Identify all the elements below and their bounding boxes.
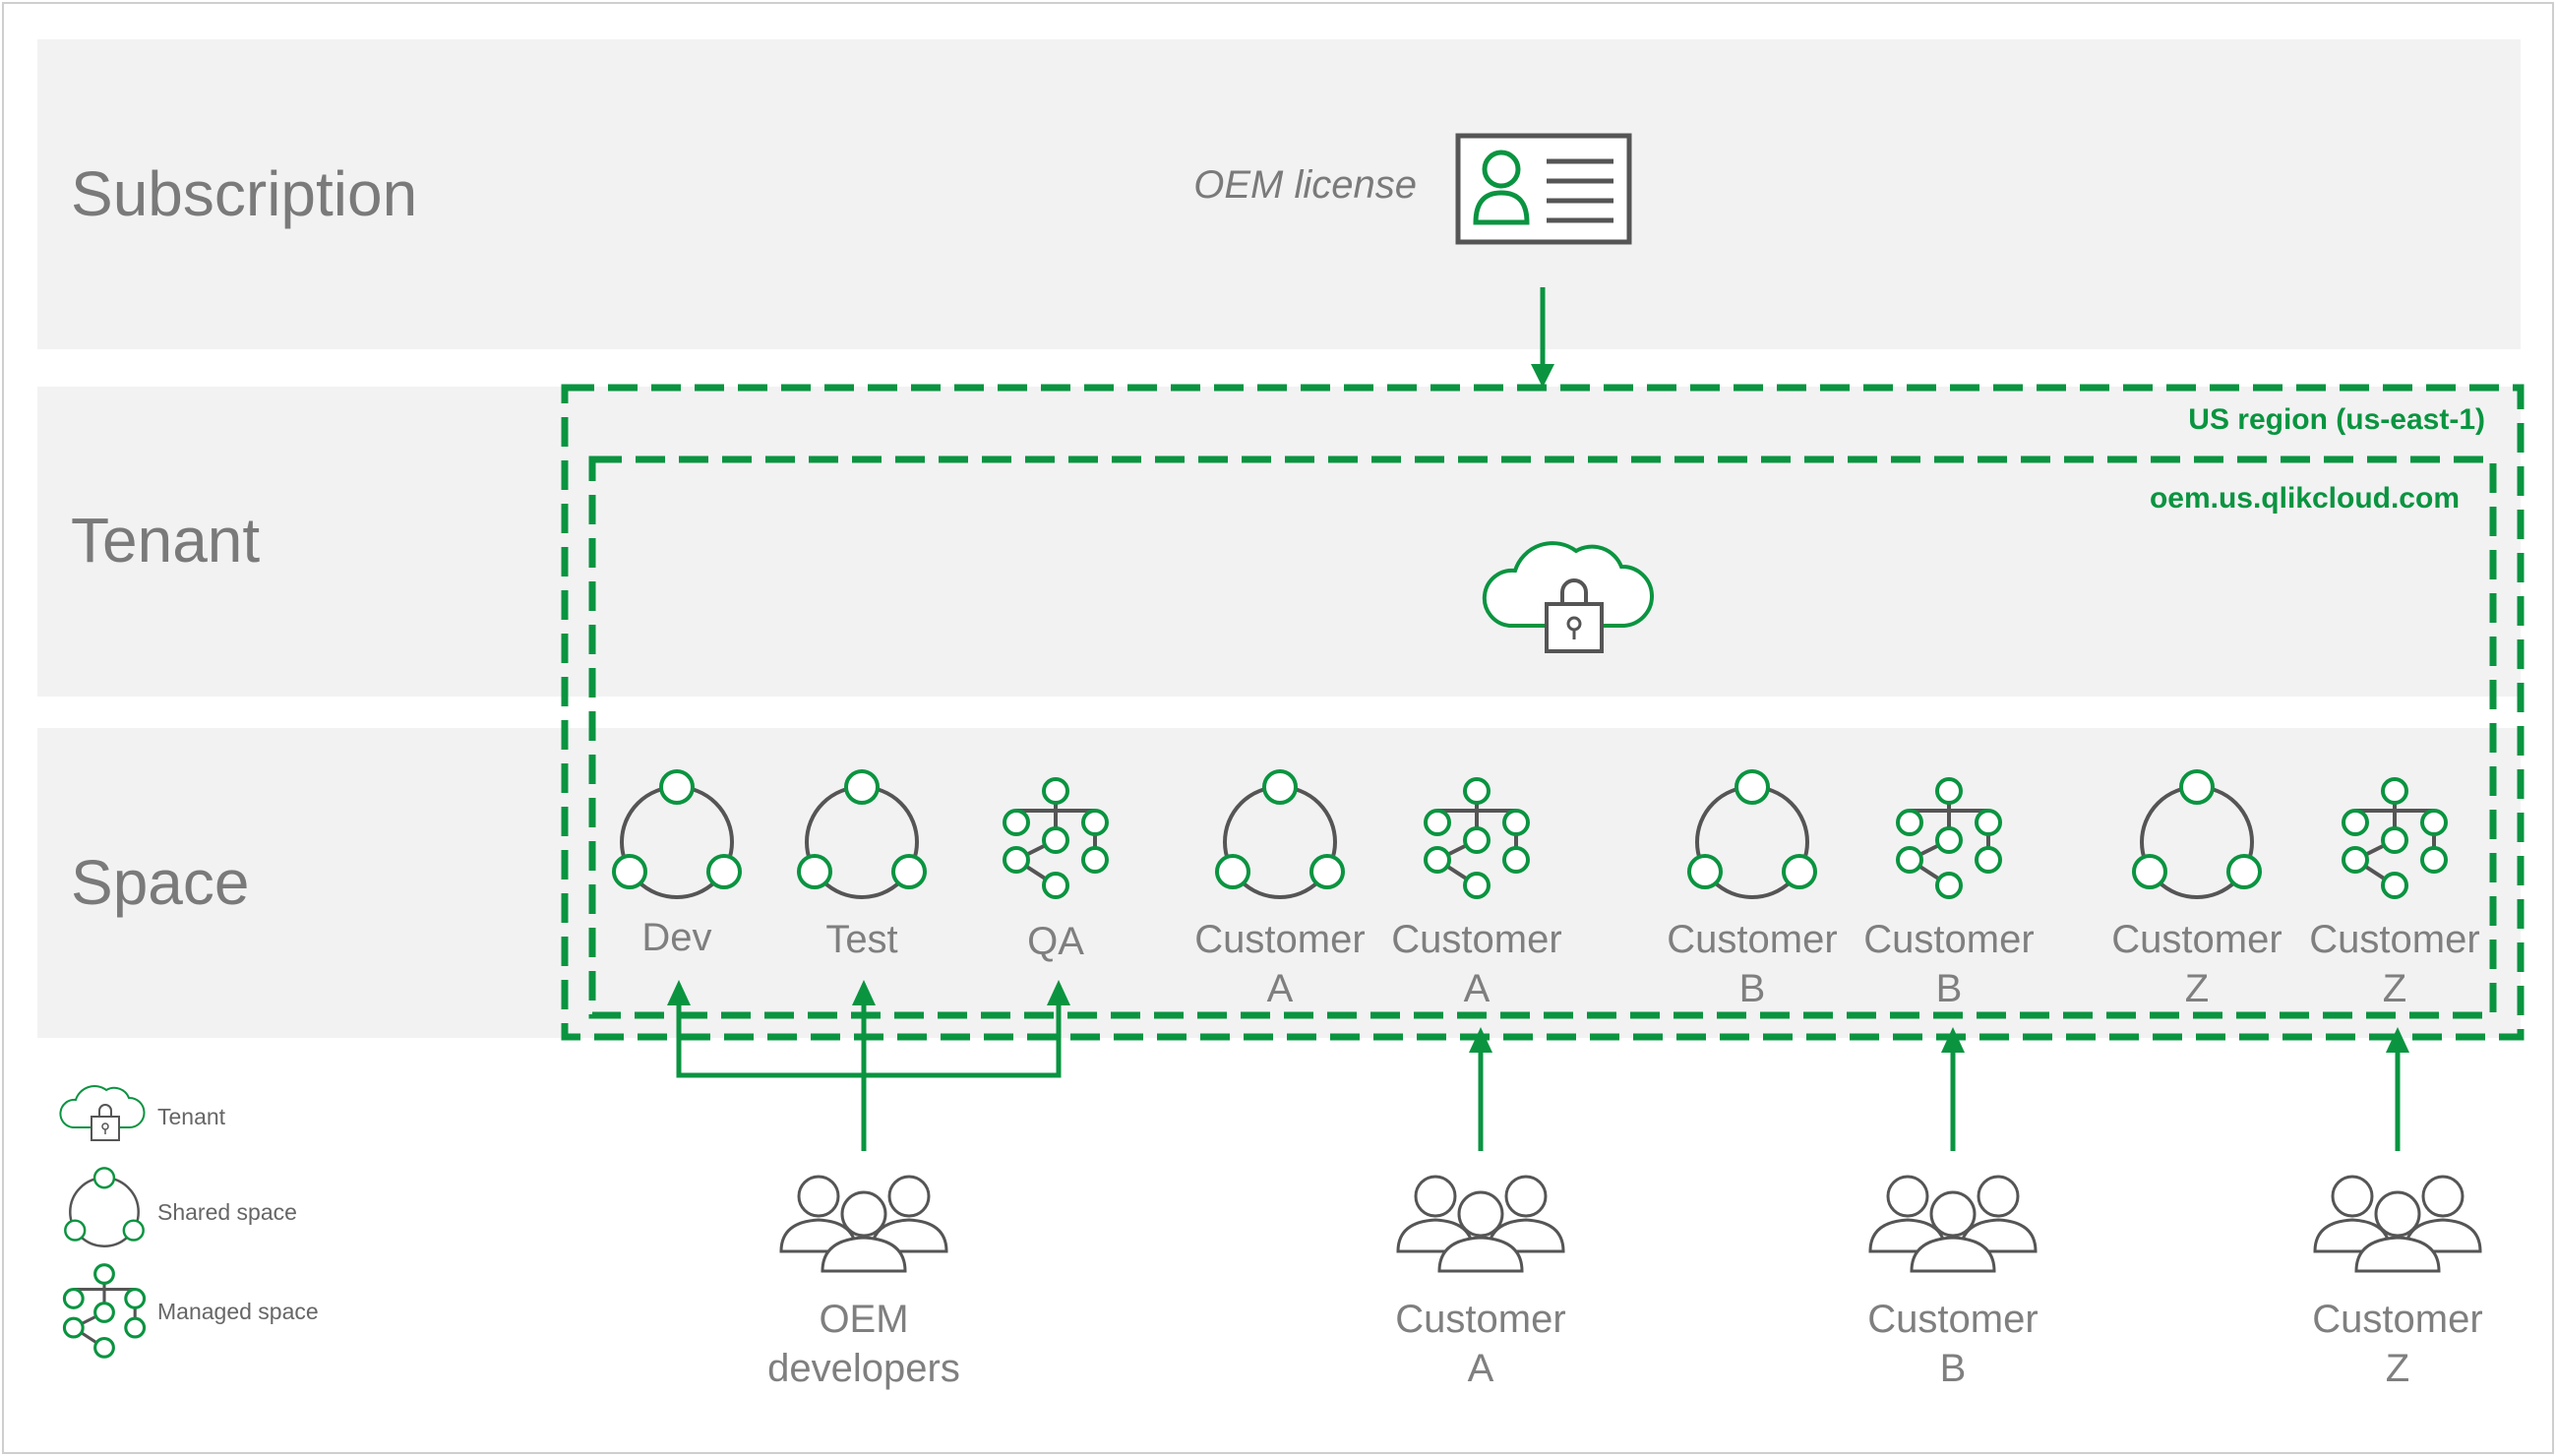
legend-shared-space-label: Shared space [157,1199,297,1225]
legend-tenant-icon [59,1085,146,1141]
space-icon-qa-managed [1003,777,1109,899]
row-label-space: Space [71,847,250,918]
license-to-region-arrow [1531,287,1554,388]
space-icon-customer-a-managed [1424,777,1530,899]
us-region-label: US region (us-east-1) [2188,403,2485,436]
row-label-tenant: Tenant [71,505,261,576]
user-group-icon-customer-z [2313,1175,2482,1273]
legend-managed-space-icon [62,1263,147,1359]
arrowheads [667,980,2409,1053]
legend-shared-space-icon [64,1167,145,1247]
legend-tenant-label: Tenant [157,1104,226,1129]
user-group-icon-customer-b [1868,1175,2038,1273]
tenant-cloud-icon [1482,541,1655,653]
oem-license-label: OEM license [1193,163,1417,207]
space-icon-test-shared [797,769,927,899]
space-icon-customer-b-managed [1896,777,2002,899]
space-icon-dev-shared [612,769,742,899]
oem-license-icon [1455,133,1632,245]
space-icon-customer-a-shared [1215,769,1345,899]
space-icon-customer-b-shared [1687,769,1817,899]
subscription-band [37,39,2521,349]
tenant-band [37,387,2521,697]
tenant-boundary [588,455,2497,1019]
space-icon-customer-z-shared [2132,769,2262,899]
space-label-qa: QA [1027,920,1084,963]
legend-managed-space-label: Managed space [157,1299,319,1324]
space-label-test: Test [825,918,898,961]
row-label-subscription: Subscription [71,158,418,229]
access-arrows [676,1005,2401,1151]
user-group-icon-customer-a [1396,1175,1565,1273]
us-region-boundary [561,384,2525,1041]
space-icon-customer-z-managed [2342,777,2448,899]
user-group-icon-oem-developers [779,1175,948,1273]
tenant-host-label: oem.us.qlikcloud.com [2149,482,2460,515]
space-label-dev: Dev [641,916,712,959]
